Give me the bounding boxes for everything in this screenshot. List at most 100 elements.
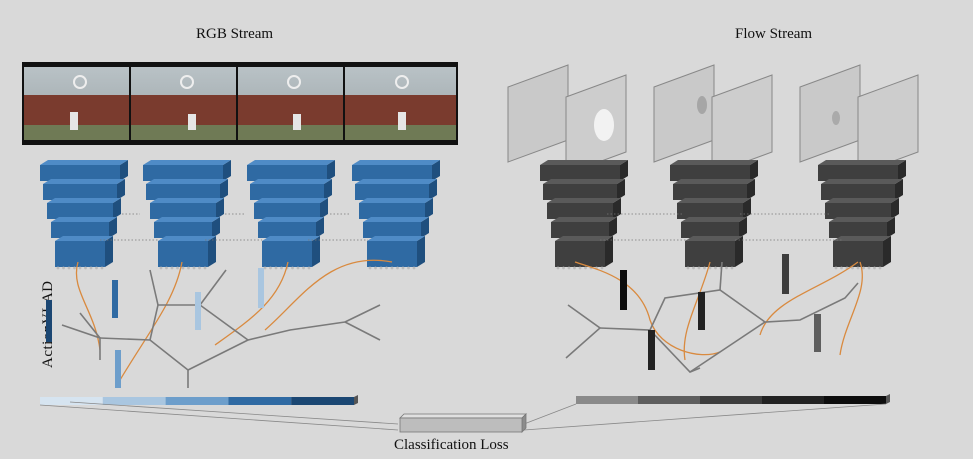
vlad-graph-edge: [79, 312, 101, 339]
fusion-line: [523, 403, 887, 431]
feature-dot: [412, 266, 416, 270]
cluster-descriptor: [814, 314, 821, 352]
network-layer-top: [262, 236, 320, 241]
cnn-network: [40, 160, 128, 270]
network-layer-top: [143, 160, 231, 165]
feature-dot: [573, 266, 576, 270]
network-layer-side: [425, 198, 433, 219]
assignment-curve: [119, 261, 183, 381]
feature-dot: [390, 266, 394, 270]
rgb-descriptor-strip-segment: [291, 397, 354, 405]
rgb-descriptor-strip-segment: [165, 397, 229, 405]
feature-dot: [697, 266, 701, 270]
network-layer-side: [216, 198, 224, 219]
feature-dot: [873, 266, 876, 270]
network-layer-top: [543, 179, 625, 184]
feature-dot: [181, 266, 185, 270]
network-layer: [825, 203, 891, 219]
vlad-graph-edge: [599, 282, 859, 331]
assignment-curve: [574, 261, 721, 356]
network-layer: [262, 241, 312, 267]
rgb-descriptor-strip-segment: [228, 397, 292, 405]
feature-dot: [878, 266, 882, 270]
feature-dot: [56, 266, 60, 270]
network-layer-side: [883, 236, 891, 267]
vlad-graph-edge: [99, 337, 189, 388]
network-layer: [55, 241, 105, 267]
classification-loss-label: Classification Loss: [394, 437, 509, 453]
network-layer-top: [367, 236, 425, 241]
network-layer-side: [609, 217, 617, 238]
vlad-graph-edge: [199, 269, 227, 306]
network-layer-side: [324, 179, 332, 200]
network-layer: [833, 241, 883, 267]
vlad-graph-edge: [149, 304, 346, 341]
network-layer-side: [223, 160, 231, 181]
cnn-network: [670, 160, 758, 270]
network-layer-side: [891, 198, 899, 219]
network-layer-top: [40, 160, 128, 165]
feature-dot: [198, 266, 201, 270]
network-layer: [247, 165, 327, 181]
cluster-descriptor: [782, 254, 789, 294]
video-frame: [131, 67, 236, 140]
feature-dot: [176, 266, 179, 270]
network-layer: [821, 184, 895, 200]
feature-dot: [307, 266, 311, 270]
network-layer-top: [681, 217, 747, 222]
rgb-stream-title: RGB Stream: [196, 26, 274, 42]
network-layer-top: [829, 217, 895, 222]
network-layer-top: [555, 236, 613, 241]
feature-dot: [851, 266, 854, 270]
network-layer-side: [895, 179, 903, 200]
classifier-block-top: [399, 413, 527, 419]
vlad-graph-edge: [649, 329, 701, 373]
network-layer-side: [208, 236, 216, 267]
network-layer: [258, 222, 316, 238]
fusion-line: [69, 401, 399, 425]
network-layer-side: [105, 236, 113, 267]
cluster-descriptor: [258, 268, 264, 308]
feature-dot: [385, 266, 388, 270]
network-layer-top: [154, 217, 220, 222]
cluster-descriptor: [620, 270, 627, 310]
network-layer-side: [750, 160, 758, 181]
feature-dot: [203, 266, 207, 270]
feature-dot: [67, 266, 71, 270]
cnn-network: [540, 160, 628, 270]
feature-dot: [600, 266, 604, 270]
flow-descriptor-strip-segment: [700, 396, 762, 404]
network-layer-side: [327, 160, 335, 181]
network-layer: [363, 222, 421, 238]
network-layer-top: [51, 217, 117, 222]
network-layer-side: [620, 160, 628, 181]
network-layer-top: [254, 198, 328, 203]
video-frame: [24, 67, 129, 140]
feature-dot: [396, 266, 399, 270]
network-layer-top: [363, 217, 429, 222]
network-layer: [150, 203, 216, 219]
network-layer-top: [55, 236, 113, 241]
network-layer-top: [673, 179, 755, 184]
feature-dot: [578, 266, 582, 270]
vlad-graph-edge: [565, 304, 602, 359]
cluster-descriptor: [115, 350, 121, 388]
network-layer: [540, 165, 620, 181]
network-layer: [681, 222, 739, 238]
network-layer-side: [747, 179, 755, 200]
feature-dot: [296, 266, 300, 270]
network-layer-top: [47, 198, 121, 203]
rgb-descriptor-strip-segment: [40, 397, 103, 405]
network-layer-top: [825, 198, 899, 203]
network-layer-top: [158, 236, 216, 241]
feature-dot: [165, 266, 168, 270]
assignment-curve: [264, 259, 393, 331]
network-layer: [158, 241, 208, 267]
network-layer-side: [212, 217, 220, 238]
network-layer-top: [670, 160, 758, 165]
network-layer: [51, 222, 109, 238]
feature-dot: [379, 266, 383, 270]
feature-dot: [100, 266, 104, 270]
feature-dot: [708, 266, 712, 270]
network-layer-side: [316, 217, 324, 238]
